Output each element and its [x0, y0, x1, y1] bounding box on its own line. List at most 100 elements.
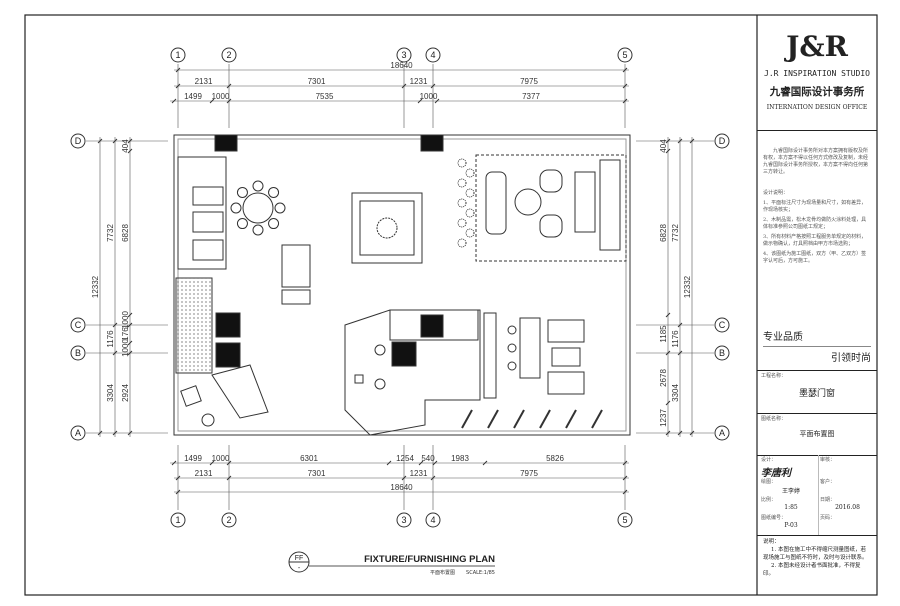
axis-label: A [75, 428, 81, 438]
dimension-tick [112, 350, 118, 356]
dimension-value: 6828 [659, 224, 668, 242]
dimension-tick [622, 475, 628, 481]
dimension-tick [127, 350, 133, 356]
door-sample [461, 409, 473, 429]
date-label: 日期： [820, 497, 836, 503]
dimension-tick [665, 400, 671, 406]
dimension-tick [417, 98, 423, 104]
dimension-value: 7975 [520, 77, 538, 86]
dimension-value: 18640 [390, 483, 413, 492]
dimension-tick [226, 460, 232, 466]
dimension-tick [665, 312, 671, 318]
dimension-value: 2131 [195, 469, 213, 478]
dimension-value: 1176 [106, 330, 115, 348]
drawing-label: 图纸名称： [761, 416, 787, 422]
sofa [485, 171, 507, 235]
axis-bubble [425, 512, 441, 528]
dimension-value: 1231 [410, 77, 428, 86]
side-table [201, 413, 215, 427]
client-cell: 客户： [820, 479, 875, 486]
dimension-value: 1000 [212, 92, 230, 101]
dimension-value: 1499 [184, 92, 202, 101]
armchair [539, 214, 563, 238]
designer-cell: 设计： 李唐利 [757, 457, 821, 479]
door-sample [487, 409, 499, 429]
hatched-counter [175, 277, 213, 374]
plan-title: FIXTURE/FURNISHING PLAN [364, 554, 495, 565]
dimension-value: 1000 [420, 92, 438, 101]
axis-label: 2 [226, 50, 231, 60]
dimension-tick [171, 460, 177, 466]
dining-chair [252, 180, 264, 192]
drafter-cell: 绘图： 王李婷 [757, 479, 821, 495]
dimension-tick [434, 98, 440, 104]
plant [457, 238, 467, 248]
exterior-wall [173, 134, 631, 436]
column [214, 134, 238, 152]
steps [281, 289, 311, 305]
bar-stool [507, 343, 517, 353]
wall-cabinet [599, 159, 621, 251]
dimension-tick [112, 138, 118, 144]
designer-signature: 李唐利 [761, 468, 791, 479]
axis-bubble [617, 512, 633, 528]
axis-label: 2 [226, 515, 231, 525]
axis-label: 5 [622, 50, 627, 60]
scale-value: 1:85 [784, 504, 798, 511]
stool [354, 374, 364, 384]
axis-label: 3 [401, 50, 406, 60]
dimension-tick [622, 98, 628, 104]
reception-counter [344, 309, 481, 436]
dimension-tick [175, 83, 181, 89]
dimension-tick [127, 322, 133, 328]
dimension-tick [175, 67, 181, 73]
axis-label: 3 [401, 515, 406, 525]
plant [465, 168, 475, 178]
dimension-value: 12332 [683, 275, 692, 298]
dimension-tick [97, 430, 103, 436]
dimension-tick [175, 475, 181, 481]
dimension-value: 7377 [522, 92, 540, 101]
sheet-cell: 页码： [820, 515, 875, 522]
note: 1. 本图在施工中不得缩尺测量图纸，若现场施工与图纸不符时，及时与设计联系。 [763, 547, 868, 561]
plant [457, 178, 467, 188]
dimension-value: 540 [421, 454, 435, 463]
dimension-value: 7301 [308, 77, 326, 86]
dimension-value: 7301 [308, 469, 326, 478]
dimension-tick [386, 460, 392, 466]
dimension-tick [689, 430, 695, 436]
booth-cushion [192, 186, 224, 206]
dimension-value: 7975 [520, 469, 538, 478]
dining-chair [236, 186, 248, 198]
dining-chairs [230, 180, 286, 236]
column [215, 342, 241, 368]
dimension-value: 176 [121, 327, 130, 341]
dimension-tick [677, 322, 683, 328]
dimension-tick [127, 312, 133, 318]
sheet-border [24, 14, 878, 596]
dimension-tick [226, 98, 232, 104]
dimension-value: 3304 [106, 384, 115, 402]
axis-label: 4 [430, 515, 435, 525]
dimension-value: 12332 [91, 275, 100, 298]
axis-label: D [719, 136, 726, 146]
dimension-tick [689, 138, 695, 144]
project-name: 墨瑟门窗 [798, 389, 835, 399]
dimension-tick [665, 430, 671, 436]
dimension-value: 2924 [121, 384, 130, 402]
dimension-value: 2678 [659, 369, 668, 387]
drawing-name: 平面布置图 [799, 430, 835, 438]
column [420, 314, 444, 338]
studio-name: J.R INSPIRATION STUDIO [764, 69, 870, 78]
marker-label: FF [295, 555, 304, 562]
dining-chair [236, 218, 248, 230]
axis-bubble [396, 512, 412, 528]
coffee-table [514, 188, 542, 216]
axis-label: D [75, 136, 82, 146]
dimension-tick [401, 475, 407, 481]
axis-bubble [170, 47, 186, 63]
dimension-value: 1185 [659, 325, 668, 343]
dimension-value: 1000 [212, 454, 230, 463]
dimension-tick [127, 148, 133, 154]
